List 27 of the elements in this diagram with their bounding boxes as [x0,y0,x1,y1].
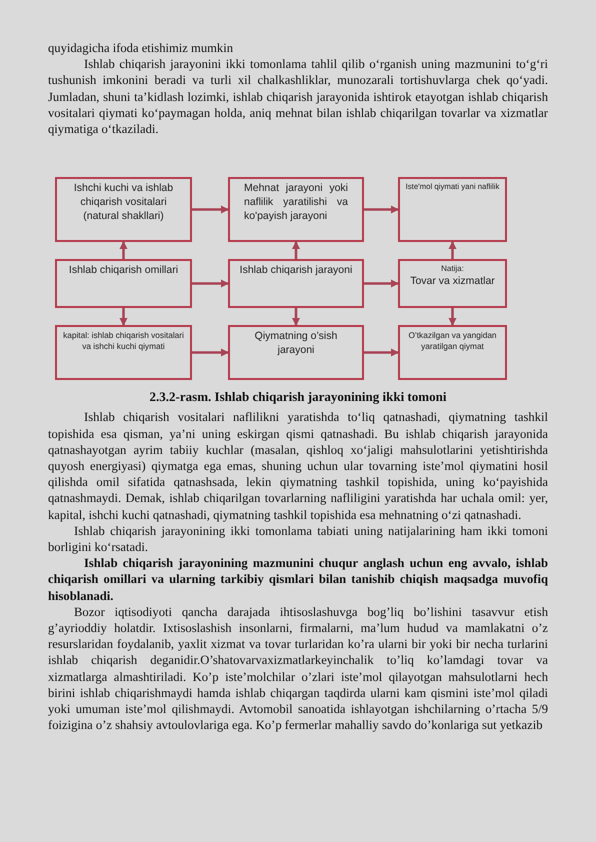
body-paragraph: Ishlab chiqarish jarayonini ikki tomonlama tahlil qilib o‘rganish uning mazmunini to‘g‘ri tushunish imkonini beradi va turli xil chalkashliklar, munozarali tortishuvlarga chek qo‘yadi. Jumladan, shuni ta’kidlash lozimki, ishlab chiqarish jarayonida ishtirok etayotgan ishlab chiqarish vositalari qiymati ko‘paymagan holda, aniq mehnat bilan ishlab chiqarilgan tovarlar va xizmatlar qiymatiga o‘tkaziladi. [48,56,548,138]
process-box: Ishlab chiqarish jarayoni [228,259,364,308]
arrow [192,348,229,357]
process-box: Ishlab chiqarish omillari [55,259,192,308]
arrow [364,206,399,214]
process-box: Mehnat jarayoni yoki naflilik yaratilishi va ko'payish jarayoni [228,177,364,242]
arrow [364,280,399,288]
process-box: Natija: Tovar va xizmatlar [398,259,507,308]
arrow [364,348,399,357]
body-paragraph: Ishlab chiqarish jarayonining mazmunini chuqur anglash uchun eng avvalo, ishlab chiqarish omillari va ularning tarkibiy qismlari bilan tanishib chiqish maqsadga muvofiq hisoblanadi. [48,555,548,604]
arrow [120,241,128,260]
arrow [192,280,229,288]
arrow [448,241,456,260]
process-box: O’tkazilgan va yangidan yaratilgan qiymat [398,325,507,380]
arrow [192,206,229,214]
process-box: Qiymatning o’sish jarayoni [228,325,364,380]
arrow [448,308,456,326]
figure-caption: 2.3.2-rasm. Ishlab chiqarish jarayonining ikki tomoni [148,389,448,406]
process-box: kapital: ishlab chiqarish vositalari va ishchi kuchi qiymati [55,325,192,380]
arrow [292,241,300,260]
arrow [120,308,128,326]
arrow [292,308,300,326]
body-paragraph: Ishlab chiqarish jarayonining ikki tomonlama tabiati uning natijalarining ham ikki tomoni borligini ko‘rsatadi. [48,522,548,556]
body-paragraph: quyidagicha ifoda etishimiz mumkin [48,40,234,56]
body-paragraph: Ishlab chiqarish vositalari naflilikni yaratishda to‘liq qatnashadi, qiymatning tashkil topishida esa qisman, ya’ni uning eskirgan qismi qatnashadi. Bu ishlab chiqarish jarayonida qatnashayotgan ayrim tabiiy kuchlar (masalan, qishloq xo‘jaligi mahsulotlarini yetishtirishda quyosh energiyasi) qiymatga ega emas, shuning uchun ular tovarning iste’mol qiymatini hosil qilishda omil sifatida qatnashsada, lekin qiymatning tashkil topishida, uning ko‘payishida qatnashmaydi. Demak, ishlab chiqarilgan tovarlarning nafliligini yaratishda har uchala omil: yer, kapital, ishchi kuchi qatnashadi, qiymatning tashkil topishida esa mehnatning o‘zi qatnashadi. [48,409,548,523]
body-paragraph: Bozor iqtisodiyoti qancha darajada ihtisoslashuvga bog’liq bo’lishini tasavvur etish g’ayrioddiy holatdir. Ixtisoslashish insonlarni, firmalarni, ma’lum hudud va mamlakatni o’z resurslaridan foydalanib, yaxlit xizmat va tovar turlaridan ko’ra ularni bir yoki bir necha turlarini ishlab chiqarish deganidir.O’shatovarvaxizmatlarkeyinchalik to’liq ko’lamdagi tovar va xizmatlarga almashtiriladi. Ko’p iste’molchilar o’zlari iste’mol qilayotgan mahsulotlarni hech birini ishlab chiqarishmaydi hamda ishlab chiqargan taqdirda ularni kam qismini iste’mol qiladi yoki umuman iste’mol qilishmaydi. Avtomobil sanoatida ishlayotgan ishchilarning o’rtacha 5/9 foizigina o’z shahsiy avtoulovlariga ega. Ko’p fermerlar mahalliy savdo do’konlariga sut yetkazib [48,604,548,734]
process-box: Ishchi kuchi va ishlab chiqarish vositalari (natural shakllari) [55,177,192,242]
